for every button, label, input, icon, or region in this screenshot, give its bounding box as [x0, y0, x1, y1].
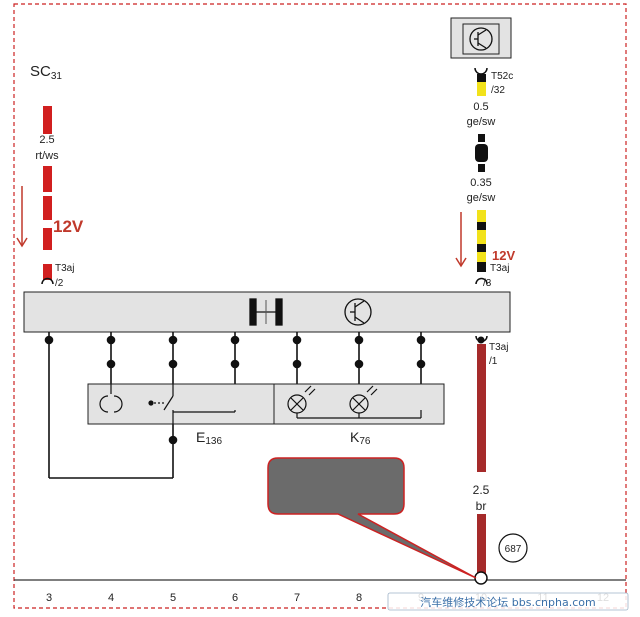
watermark-text: 汽车维修技术论坛 bbs.cnpha.com — [420, 595, 595, 609]
ground-wire-color: br — [476, 499, 487, 513]
voltage-right: 12V — [492, 248, 515, 263]
right-connector-symbol — [475, 277, 488, 285]
ground-wire-size: 2.5 — [473, 483, 490, 497]
arrow-down-left-icon — [16, 186, 28, 248]
left-wire-size: 2.5 — [39, 134, 54, 146]
ground-wire-br-lower — [477, 514, 486, 574]
sensor-contact-icon — [99, 384, 123, 413]
main-transistor-icon — [344, 298, 372, 326]
transistor-icon — [469, 27, 493, 51]
track-number: 4 — [108, 592, 114, 604]
track-number: 8 — [356, 592, 362, 604]
left-connector-name: T3aj — [55, 263, 74, 274]
inline-connector — [475, 134, 488, 172]
right-connector-name: T3aj — [490, 263, 509, 274]
right-wire-lower-size: 0.35 — [470, 177, 491, 189]
top-connector-name: T52c — [491, 71, 513, 82]
arrow-down-right-icon — [455, 212, 467, 268]
top-connector-symbol — [474, 67, 488, 75]
bottom-connector-name: T3aj — [489, 342, 508, 353]
track-number: 3 — [46, 592, 52, 604]
component-e136-label: E136 — [196, 429, 222, 447]
top-connector-pin: /32 — [491, 85, 505, 96]
right-wire-lower-color: ge/sw — [467, 192, 496, 204]
ground-wire-br — [477, 344, 486, 472]
ground-point-circle — [498, 533, 528, 563]
right-wire-upper-color: ge/sw — [467, 116, 496, 128]
ground-terminal — [474, 571, 488, 585]
top-control-unit — [450, 17, 512, 59]
watermark-box — [387, 592, 629, 611]
page-border — [13, 3, 627, 609]
fuse-label: SC31 — [30, 63, 62, 82]
right-wire-lower-ge-sw — [477, 210, 486, 272]
track-number: 6 — [232, 592, 238, 604]
left-connector-symbol — [41, 277, 54, 285]
left-connector-pin: /2 — [55, 278, 64, 289]
bottom-connector-pin: /1 — [489, 356, 498, 367]
callout-bubble — [267, 457, 477, 579]
right-wire-upper-size: 0.5 — [473, 101, 488, 113]
track-number: 5 — [170, 592, 176, 604]
left-wire-color: rt/ws — [35, 150, 59, 162]
connection-lines — [44, 332, 426, 479]
component-k76-label: K76 — [350, 429, 371, 447]
switch-icon — [148, 384, 236, 424]
ground-point-label: 687 — [505, 544, 522, 555]
right-wire-upper-ge-sw — [477, 74, 486, 96]
voltage-left: 12V — [53, 217, 84, 236]
track-number: 7 — [294, 592, 300, 604]
lamp-return-lines — [296, 410, 422, 419]
bottom-junction — [477, 336, 485, 344]
left-wire-rt-ws — [43, 106, 52, 280]
connector-block-icon — [249, 298, 283, 326]
switch-box-e136 — [87, 383, 275, 425]
